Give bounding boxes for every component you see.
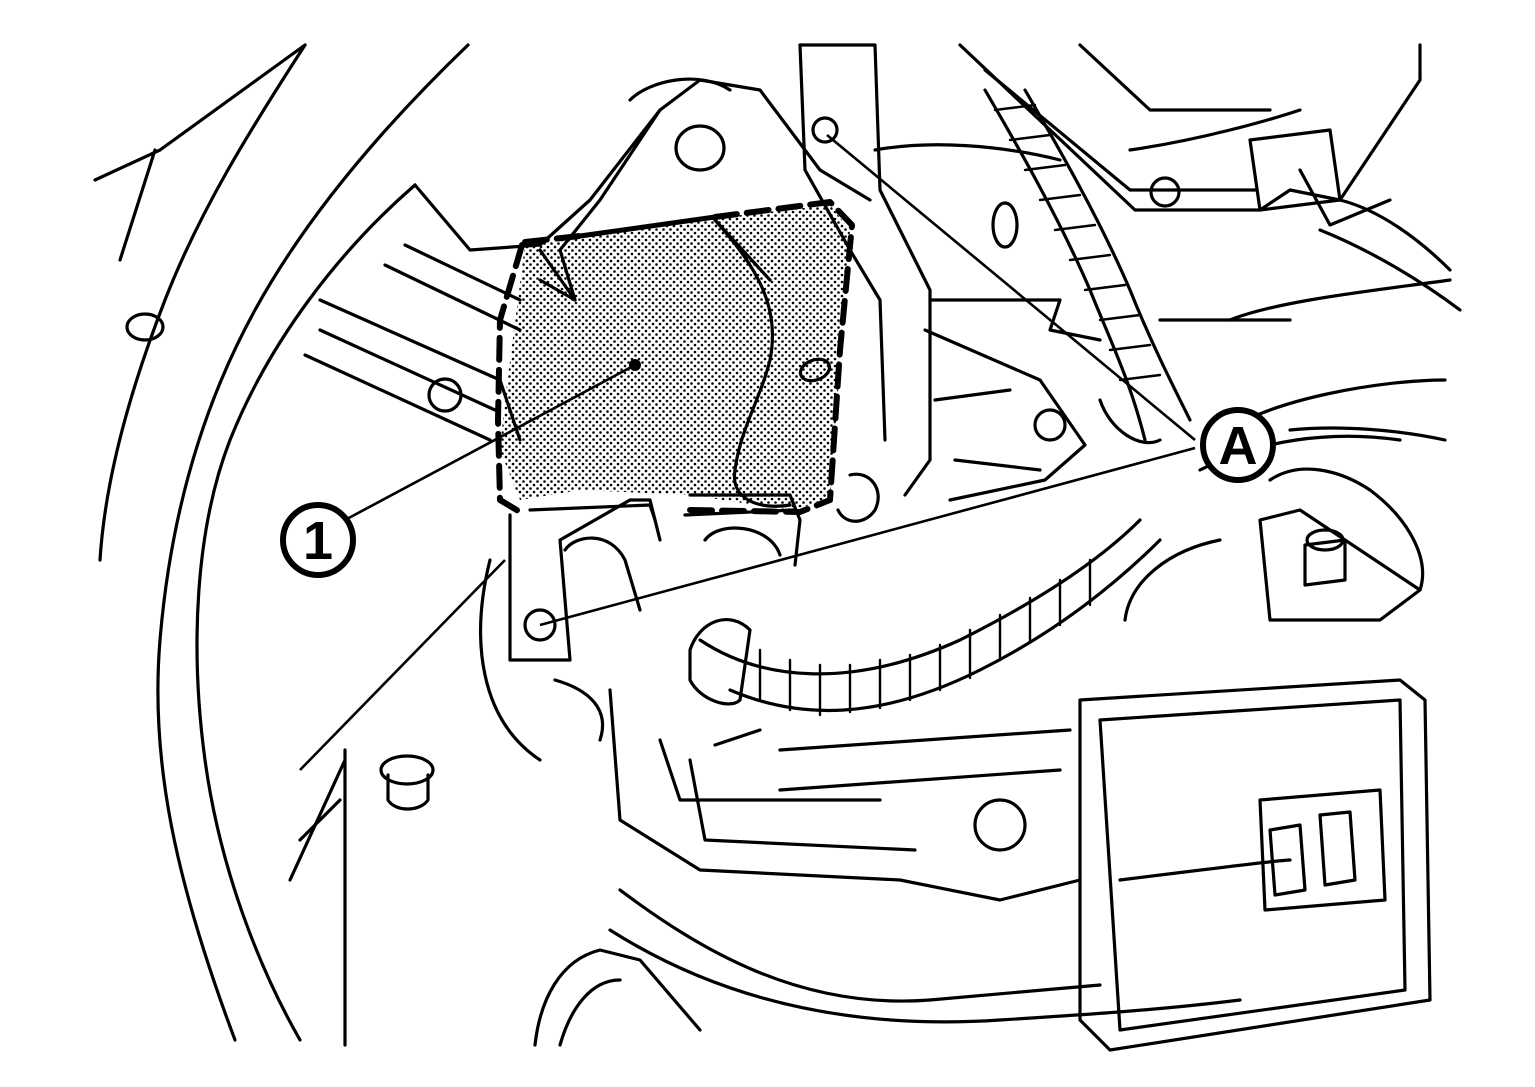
control-unit-part-1 <box>495 199 855 515</box>
front-bracket <box>713 218 832 508</box>
clip-left <box>343 748 435 1047</box>
callout-a-label: A <box>1219 416 1258 476</box>
callout-1: 1 <box>280 502 356 578</box>
leader-endpoint-1 <box>629 359 641 371</box>
lower-housing <box>479 558 1432 1052</box>
stud-bracket-right <box>1123 378 1447 622</box>
bracket-bars <box>303 243 522 442</box>
leader-lines <box>299 133 1196 771</box>
connectors <box>508 493 802 662</box>
diagonal-stay <box>798 43 932 523</box>
body-panel-left <box>93 43 470 1042</box>
upper-right-components <box>958 43 1462 322</box>
bottom-rails <box>288 758 1242 1047</box>
callout-a: A <box>1200 407 1276 483</box>
middle-bracket <box>873 143 1102 502</box>
callout-1-label: 1 <box>303 511 333 571</box>
